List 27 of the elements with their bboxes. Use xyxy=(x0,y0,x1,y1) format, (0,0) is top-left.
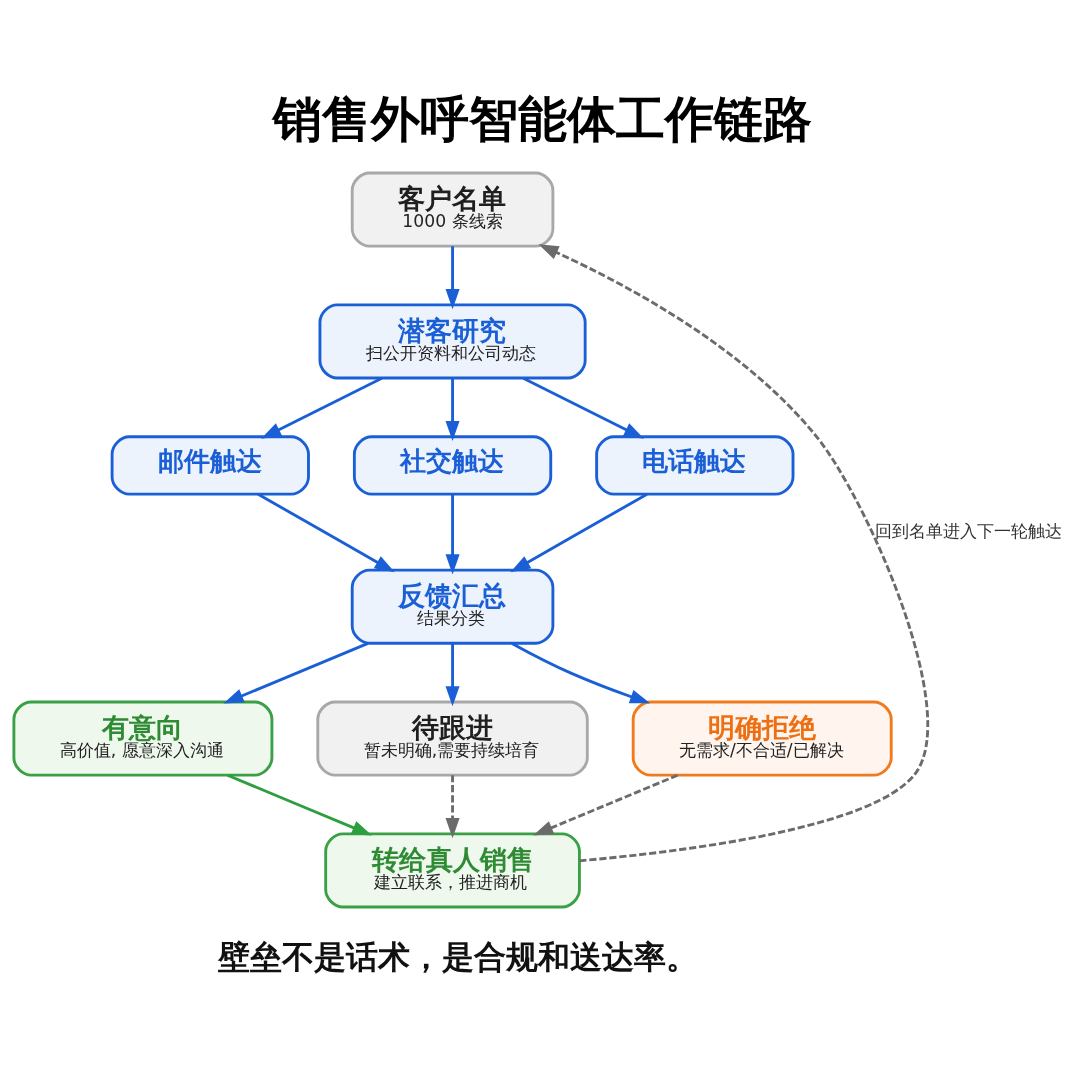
arrow xyxy=(445,494,460,575)
arrow xyxy=(511,642,651,704)
caption: 壁垒不是话术，是合规和送达率。 xyxy=(218,939,699,976)
node-box: 明确拒绝 无需求/不合适/已解决 xyxy=(631,700,893,777)
arrow xyxy=(261,376,383,439)
node-box: 转给真人销售 建立联系，推进商机 xyxy=(324,832,581,909)
arrow xyxy=(445,378,460,441)
node-box: 待跟进 暂未明确,需要持续培育 xyxy=(316,700,589,777)
node-box: 潜客研究 扫公开资料和公司动态 xyxy=(318,303,587,380)
node-box: 社交触达 xyxy=(352,435,553,496)
diagram-title: 销售外呼智能体工作链路 xyxy=(273,91,813,148)
arrow xyxy=(522,376,645,439)
arrow xyxy=(257,493,395,573)
arrow xyxy=(533,773,679,836)
node-box: 电话触达 xyxy=(595,435,795,496)
node-box: 邮件触达 xyxy=(110,435,310,496)
edge-label: 回到名单进入下一轮触达 xyxy=(875,520,1063,541)
arrow xyxy=(510,493,648,573)
arrow xyxy=(445,643,460,707)
node-box: 反馈汇总 结果分类 xyxy=(350,568,555,645)
node-box: 有意向 高价值, 愿意深入沟通 xyxy=(12,700,274,777)
arrow xyxy=(226,773,373,836)
arrow xyxy=(538,244,929,863)
arrow xyxy=(445,246,460,310)
arrow xyxy=(445,775,460,839)
node-box: 客户名单 1000 条线索 xyxy=(350,171,555,248)
arrow xyxy=(223,642,369,704)
